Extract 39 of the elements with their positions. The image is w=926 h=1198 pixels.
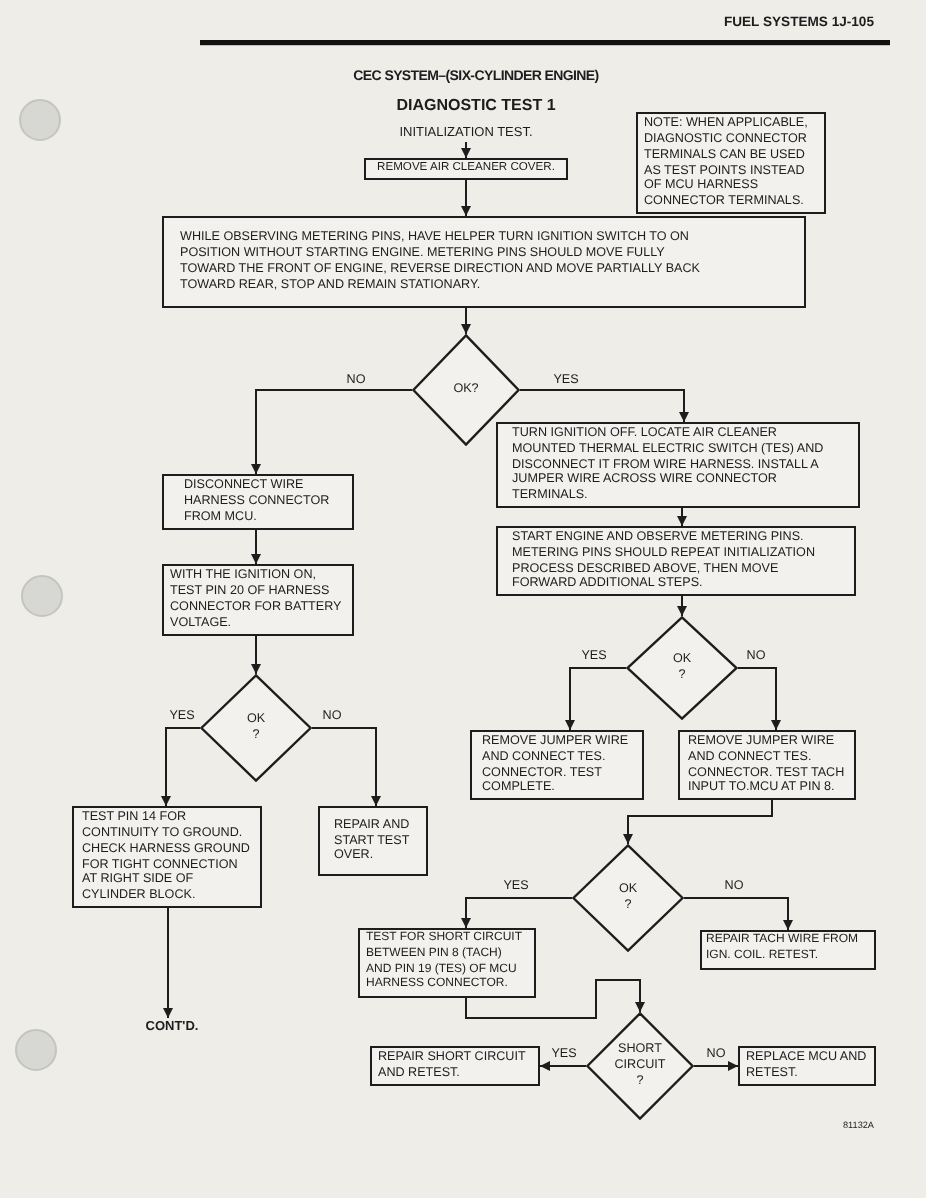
flow-arrow xyxy=(251,389,413,475)
flow-arrow xyxy=(465,979,645,1019)
flow-arrow xyxy=(539,1061,587,1071)
process-box xyxy=(496,526,856,596)
flow-arrow xyxy=(693,1061,739,1071)
flow-arrow xyxy=(677,507,687,527)
flow-arrow xyxy=(519,389,689,423)
flow-arrow xyxy=(163,907,173,1019)
flow-arrow xyxy=(623,799,773,845)
flow-arrow xyxy=(461,141,471,159)
process-box xyxy=(162,474,354,530)
process-box xyxy=(318,806,428,876)
decision-diamond xyxy=(626,616,738,720)
process-box xyxy=(678,730,856,800)
flow-arrow xyxy=(737,667,781,731)
process-box xyxy=(496,422,860,508)
flow-arrow xyxy=(161,727,201,807)
note-box xyxy=(636,112,826,214)
process-box xyxy=(162,216,806,308)
flow-arrow xyxy=(461,307,471,335)
flow-arrow xyxy=(311,727,381,807)
process-box xyxy=(162,564,354,636)
process-box xyxy=(700,930,876,970)
flow-arrow xyxy=(683,897,793,931)
process-box xyxy=(370,1046,540,1086)
process-box xyxy=(738,1046,876,1086)
process-box xyxy=(364,158,568,180)
flow-arrow xyxy=(677,595,687,617)
process-box xyxy=(358,928,536,998)
flow-arrow xyxy=(461,179,471,217)
diagram-subtitle: DIAGNOSTIC TEST 1 xyxy=(394,96,558,114)
decision-diamond xyxy=(200,674,312,782)
flow-arrow xyxy=(461,897,573,929)
decision-diamond xyxy=(586,1012,694,1120)
flow-arrow xyxy=(251,635,261,675)
decision-diamond xyxy=(572,844,684,952)
flow-arrow xyxy=(565,667,627,731)
process-box xyxy=(470,730,644,800)
flow-arrow xyxy=(251,529,261,565)
